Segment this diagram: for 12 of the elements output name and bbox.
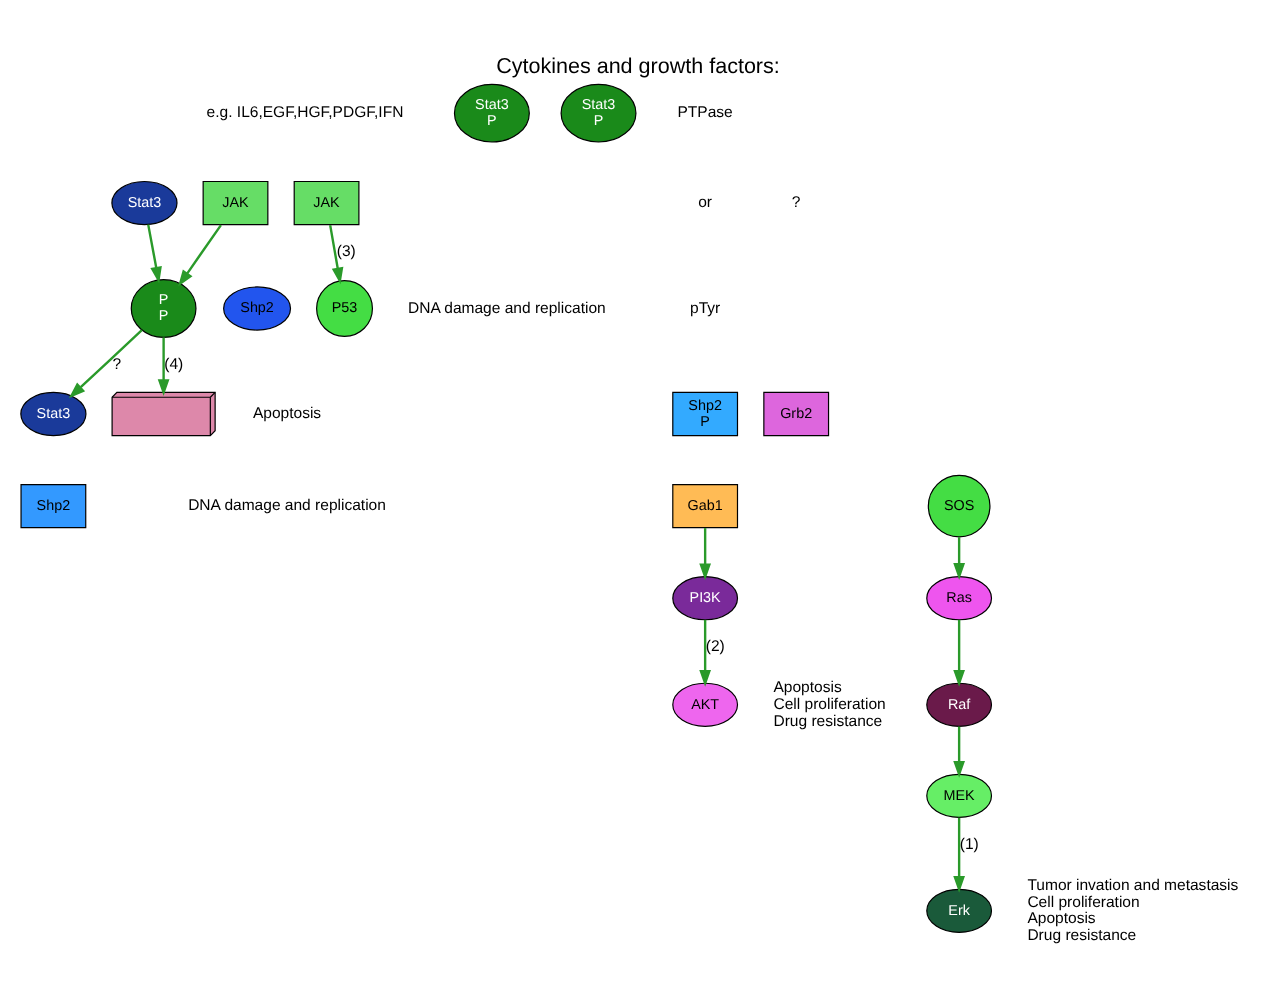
- arrow: [953, 817, 966, 893]
- arrow: [953, 726, 966, 778]
- diagram-title: Cytokines and growth factors:: [496, 54, 780, 79]
- arrow: [699, 619, 712, 687]
- arrow: [953, 619, 966, 687]
- arrow: [178, 224, 222, 287]
- arrow: [699, 528, 712, 581]
- arrow: [329, 224, 344, 285]
- arrow: [68, 329, 143, 399]
- arrow: [147, 224, 162, 284]
- arrow: [157, 337, 170, 396]
- arrow: [953, 537, 966, 580]
